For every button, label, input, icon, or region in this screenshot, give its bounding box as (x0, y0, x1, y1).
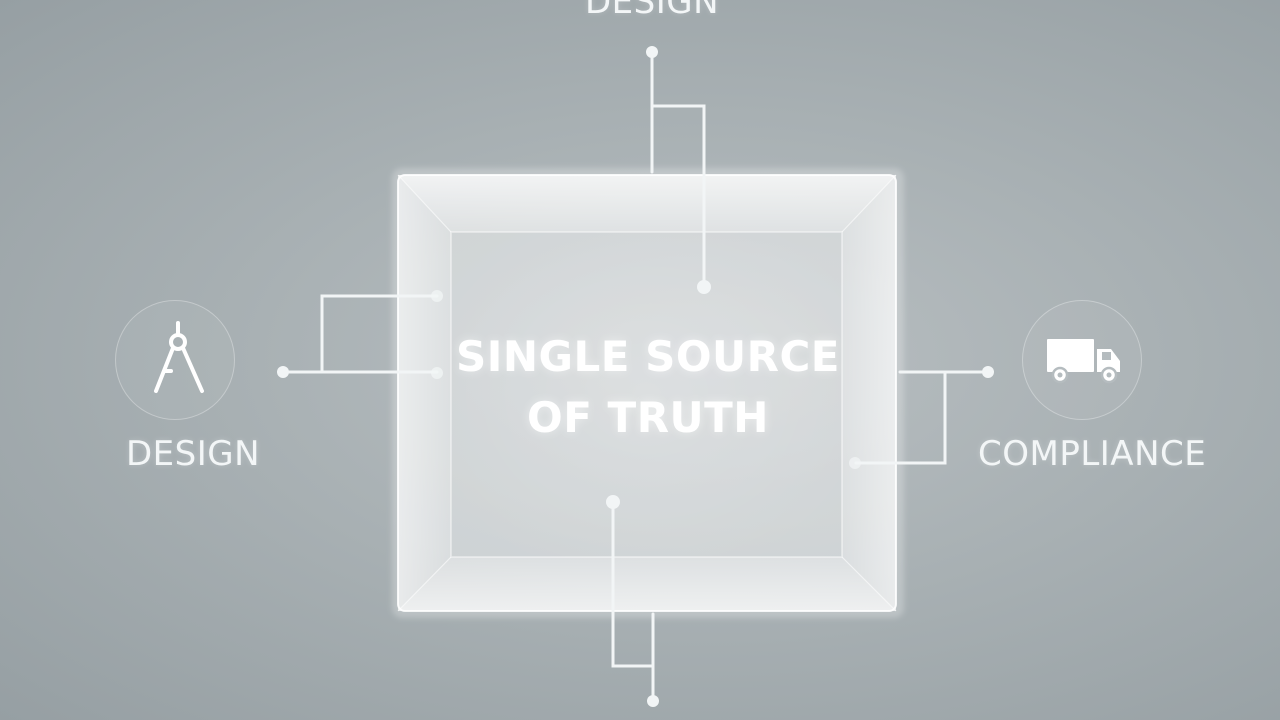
central-title-line2: OF TRUTH (527, 393, 769, 442)
connector-left-endpoint-inner-lower (431, 367, 443, 379)
connector-right-endpoint-outer (982, 366, 994, 378)
central-box (392, 168, 904, 618)
node-label-left: DESIGN (126, 434, 261, 474)
connector-bottom-endpoint-inner (606, 495, 620, 509)
connector-bottom-endpoint-outer (647, 695, 659, 707)
central-title-line1: SINGLE SOURCE (456, 332, 840, 381)
drafting-compass-icon (154, 321, 204, 393)
compliance-icon-circle (1022, 300, 1142, 420)
connector-right-endpoint-inner (849, 457, 861, 469)
connector-top (650, 50, 706, 288)
connector-top-endpoint-outer (646, 46, 658, 58)
connector-bottom (611, 501, 655, 703)
connector-left-endpoint-inner-upper (431, 290, 443, 302)
connector-left (281, 294, 439, 374)
node-label-top: DESIGN (585, 0, 720, 22)
delivery-truck-icon (1047, 339, 1120, 384)
connector-left-endpoint-outer (277, 366, 289, 378)
design-icon-circle (115, 300, 235, 420)
connector-top-endpoint-inner (697, 280, 711, 294)
node-label-right: COMPLIANCE (978, 434, 1207, 474)
connector-right (854, 370, 990, 465)
